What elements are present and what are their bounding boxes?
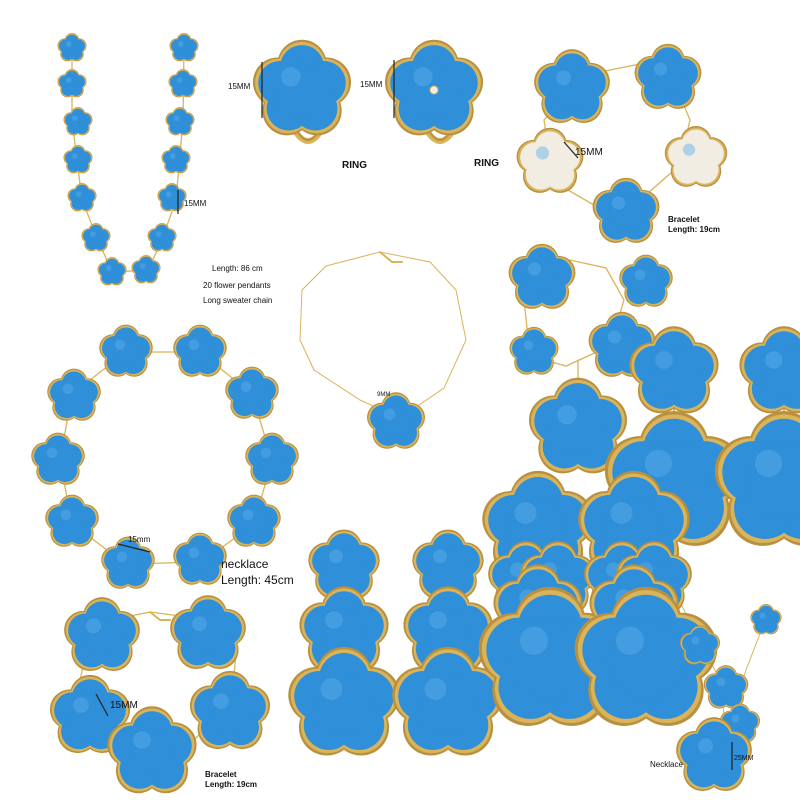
earring-cluster-2-flower-top [578,470,690,580]
bracelet-top-diamond-flower [516,127,584,193]
bracelet-top-size-marker [563,141,579,159]
bracelet-top-flower [534,49,610,124]
necklace-short-flower [101,536,155,589]
ring1-name-label: RING [342,160,367,171]
pendant-flower-small [679,625,721,665]
earring-tier-2-flower-3 [392,646,504,756]
long-necklace-flower [57,69,87,98]
bracelet-mid-flower [509,326,559,375]
ring2-flower [384,39,484,136]
bracelet-top-size-label: 15MM [575,147,603,158]
long-necklace-flower [81,223,111,252]
ring2-name-label: RING [474,158,499,169]
bracelet-single-clasp [379,251,403,263]
pendant-flower-small [719,703,761,743]
earring-tier-2-flower-1 [412,529,484,599]
necklace-short-flower [47,368,101,421]
bracelet-top-flower [634,43,702,109]
necklace-short-size-label: 15mm [128,535,151,544]
necklace-short-flower [227,494,281,547]
earring-right-1-flower-top [629,326,719,414]
long-necklace-flower [161,145,191,174]
earring-cluster-1-flower-top [482,470,594,580]
necklace-short-name-label: necklace [221,557,269,571]
long-necklace-flower [97,257,127,286]
bracelet-top-name-label: Bracelet [668,215,700,224]
long-necklace-flower [157,183,187,212]
long-necklace-flower [168,69,198,98]
clover-motifs [31,33,800,794]
necklace-long-size-label: 15MM [184,199,207,208]
bracelet-bottom-clasp [149,611,171,621]
earring-right-2-flower-bottom [714,411,800,546]
bracelet-top-length-label: Length: 19cm [668,225,721,234]
ring2-size-label: 15MM [360,80,383,89]
bracelet-mid-flower [508,243,576,309]
necklace-short-flower [245,432,299,485]
earring-tier-1-flower-3 [288,646,400,756]
bracelet-bottom-size-label: 15MM [110,700,138,711]
necklace-long-length-label: Length: 86 cm [212,264,263,273]
necklace-short-flower [173,532,227,585]
bracelet-bottom-flower [189,670,271,750]
long-necklace-flower [63,107,93,136]
bracelet-bottom-flower [107,706,197,794]
size-markers [95,60,733,770]
bracelet-single-chain [299,251,467,419]
bracelet-top-diamond-flower [664,126,728,187]
necklace-short-flower [31,432,85,485]
ring2-diamond [429,85,439,95]
bracelet-mid-flower [619,254,673,307]
earring-tier-2-flower-2 [403,586,493,674]
necklace-long-pendants-label: 20 flower pendants [203,281,271,290]
pendant-flower-small [703,665,749,709]
necklace-short-flower [173,324,227,377]
long-necklace-flower [67,183,97,212]
bracelet-bottom-flower [170,595,246,670]
long-necklace-flower [165,107,195,136]
bracelet-mid-flower [588,311,656,377]
long-necklace-flower [169,33,199,62]
pendant-size-label: 25MM [734,755,754,762]
earring-cluster-1-flower-bottom [478,586,622,726]
necklace-long-chain-label: Long sweater chain [203,296,273,305]
earring-right-2-flower-top [739,326,800,414]
bracelet-bottom-size-marker [95,693,109,717]
bracelet-top-flower [592,177,660,243]
long-necklace-flower [147,223,177,252]
bracelet-mid-pendant [528,377,628,474]
long-necklace-flower [63,145,93,174]
necklace-short-flower [45,494,99,547]
bracelet-bottom-flower [49,674,131,754]
pendant-flower-large [676,717,752,792]
necklace-short-flower [99,324,153,377]
long-necklace-flower [57,33,87,62]
long-necklace-flower [131,255,161,284]
ring1-size-label: 15MM [228,82,251,91]
bracelet-bottom-length-label: Length: 19cm [205,780,258,789]
necklace-short-flower [225,366,279,419]
earring-tier-1-flower-2 [299,586,389,674]
bracelet-single-size-label: 9MM [377,392,391,398]
earring-cluster-2-flower-bottom [574,586,718,726]
bracelet-single-flower [367,392,425,449]
pendant-flower-small [750,604,782,635]
earring-tier-1-flower-1 [308,529,380,599]
bracelet-bottom-name-label: Bracelet [205,770,237,779]
pendant-name-label: Necklace [650,760,683,769]
necklace-short-size-marker [117,543,151,553]
bracelet-bottom-flower [64,597,140,672]
necklace-short-length-label: Length: 45cm [221,573,294,587]
earring-right-1-flower-bottom [604,411,744,546]
ring1-flower [252,39,352,136]
